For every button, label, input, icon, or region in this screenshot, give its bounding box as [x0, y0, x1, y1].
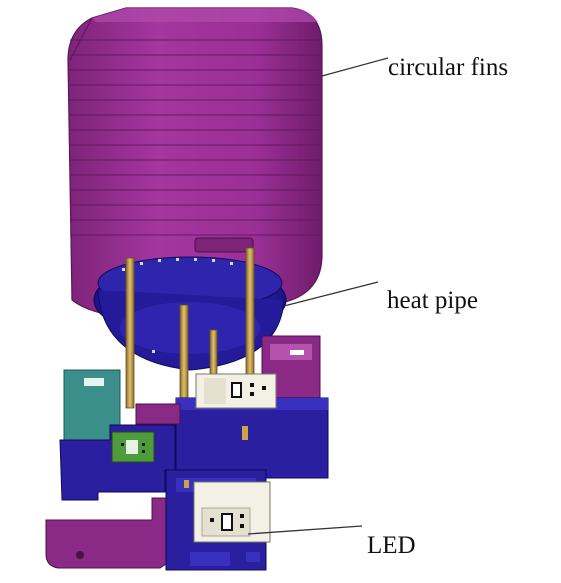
leader-lines: [247, 57, 389, 535]
center-body: [135, 373, 329, 479]
circular-fins: [67, 7, 323, 319]
leader-fins: [321, 57, 389, 77]
led-column: [165, 469, 271, 571]
leader-led: [247, 525, 363, 535]
purple-foot: [45, 497, 173, 569]
label-led: LED: [367, 532, 416, 559]
leader-pipe: [283, 281, 379, 307]
label-circular-fins: circular fins: [388, 54, 509, 81]
lower-base: [59, 424, 176, 501]
heat-pipe-ring: [93, 256, 287, 371]
label-heat-pipe: heat pipe: [387, 287, 478, 314]
